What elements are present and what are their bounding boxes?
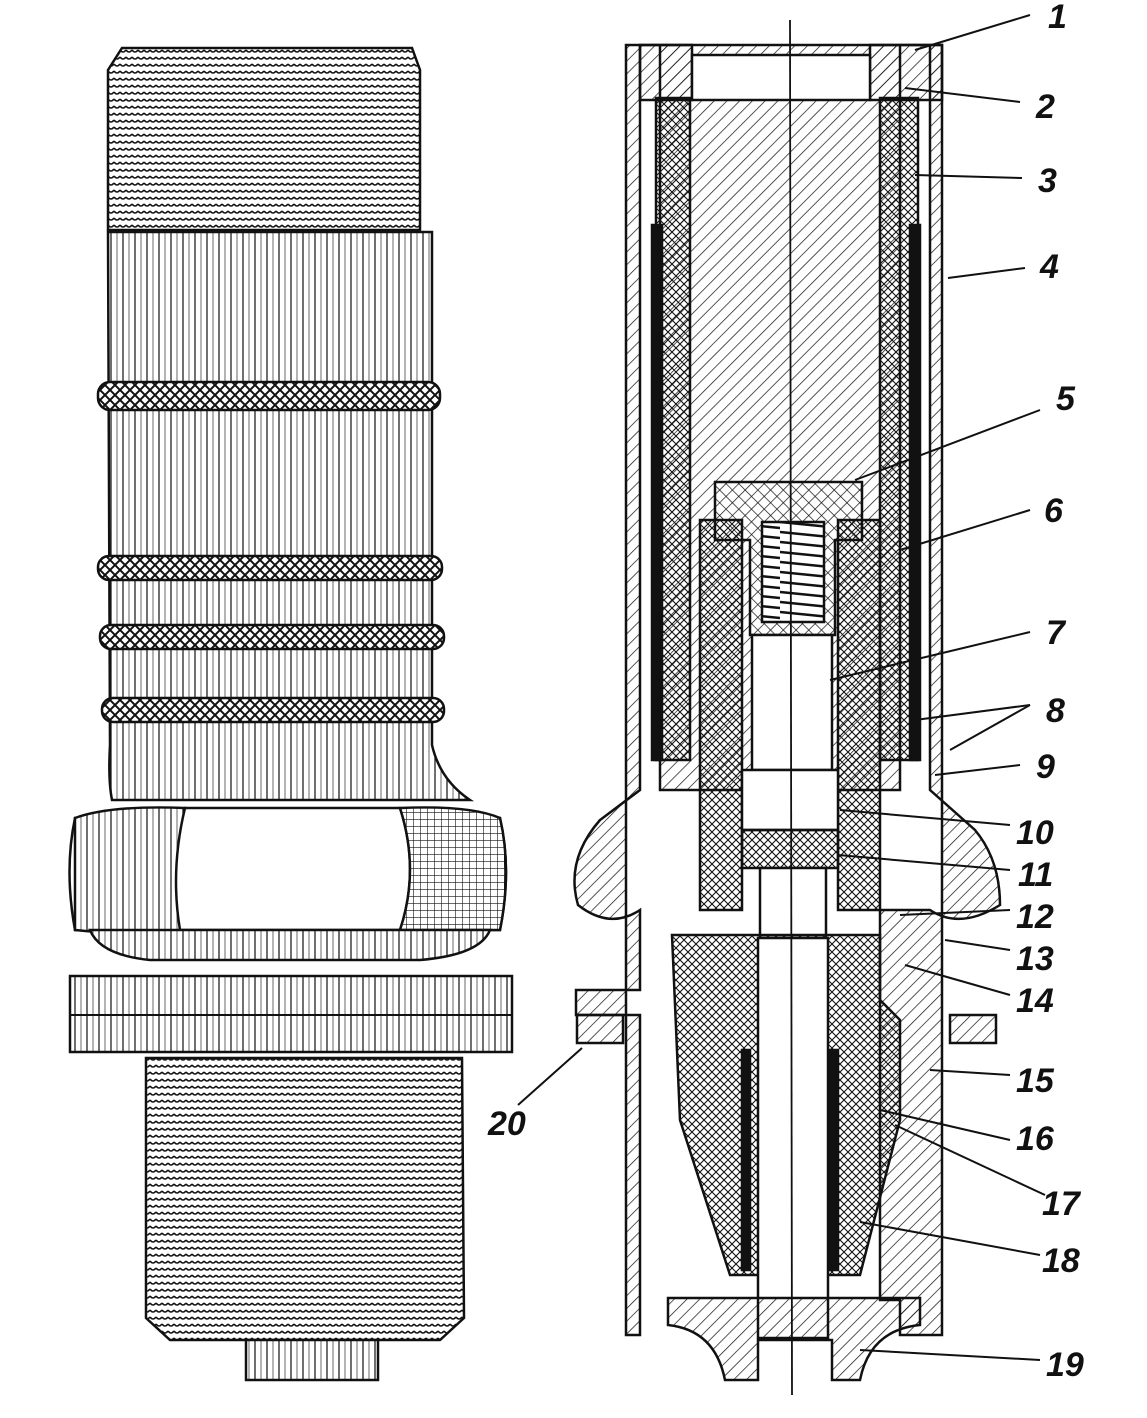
callout-9: 9 — [1036, 748, 1055, 786]
stem-block — [740, 768, 840, 832]
washer-20-right — [948, 1013, 998, 1045]
hex-nut — [68, 806, 508, 962]
bottom-thread — [144, 1056, 466, 1342]
callout-13: 13 — [1016, 940, 1054, 978]
leader-lines — [517, 14, 1046, 1361]
bottom-tip — [244, 1338, 380, 1382]
spring — [760, 520, 826, 624]
liner-right — [908, 223, 922, 762]
callout-14: 14 — [1016, 982, 1054, 1020]
rod-liner-right — [828, 1048, 840, 1272]
callout-18: 18 — [1042, 1242, 1080, 1280]
bore — [690, 53, 872, 102]
callout-2: 2 — [1035, 88, 1055, 126]
guide-body-right — [836, 518, 882, 912]
centerline — [789, 19, 793, 1396]
knurl-ring-3 — [98, 623, 446, 651]
callout-6: 6 — [1044, 492, 1064, 530]
callout-1: 1 — [1048, 0, 1067, 36]
stem-upper — [750, 633, 834, 772]
callout-3: 3 — [1038, 162, 1057, 200]
guide-body — [698, 518, 744, 912]
knurl-ring-4 — [100, 696, 446, 724]
washer-20 — [575, 1013, 625, 1045]
cross-section — [573, 19, 1002, 1396]
bottom-nozzle — [666, 1296, 922, 1382]
callout-11: 11 — [1018, 856, 1053, 894]
callout-17: 17 — [1042, 1185, 1082, 1223]
callout-20: 20 — [487, 1105, 526, 1143]
knurl-ring-1 — [96, 380, 442, 412]
callout-16: 16 — [1016, 1120, 1055, 1158]
stem-lower — [758, 866, 828, 940]
callout-15: 15 — [1016, 1062, 1055, 1100]
callout-5: 5 — [1056, 380, 1076, 418]
callout-labels: 1 2 3 4 5 6 7 8 9 10 11 12 13 14 15 16 1… — [487, 0, 1084, 1384]
body-cylinder — [106, 230, 475, 802]
top-cap-left — [638, 43, 694, 102]
exterior-view — [68, 46, 514, 1382]
top-thread — [106, 46, 422, 232]
rod-liner-left — [740, 1048, 752, 1272]
callout-8: 8 — [1046, 692, 1065, 730]
liner-left — [650, 223, 664, 762]
callout-7: 7 — [1046, 614, 1067, 652]
callout-12: 12 — [1016, 898, 1054, 936]
core-rod — [756, 936, 830, 1340]
callout-4: 4 — [1039, 248, 1059, 286]
knurl-ring-2 — [96, 554, 444, 582]
seal-ring — [740, 828, 840, 870]
callout-10: 10 — [1016, 814, 1054, 852]
callout-19: 19 — [1046, 1346, 1084, 1384]
